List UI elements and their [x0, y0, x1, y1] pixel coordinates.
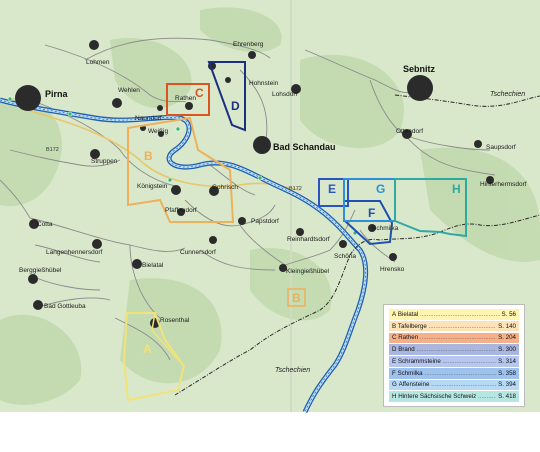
legend: A Bielatal S. 56 B Tafelberge S. 140 C R… [383, 304, 525, 407]
label-ehrenberg: Ehrenberg [233, 41, 264, 48]
area-b-marker [287, 288, 306, 307]
label-cunnersdorf: Cunnersdorf [180, 249, 216, 256]
area-letter-f: F [368, 206, 375, 220]
area-e-outline [318, 178, 349, 207]
area-d-outline [207, 61, 246, 132]
area-letter-g: G [376, 182, 385, 196]
legend-page: S. 314 [498, 357, 516, 365]
legend-row-c[interactable]: C Rathen S. 204 [389, 332, 519, 344]
label-berggiesshuebel: Berggießhübel [19, 267, 62, 274]
label-pfaffendorf: Pfaffendorf [165, 207, 197, 214]
town-sebnitz [407, 75, 433, 101]
legend-letter: G [392, 381, 397, 389]
road-number-b172-1: B172 [46, 147, 59, 153]
label-papstdorf: Papstdorf [251, 218, 279, 225]
area-letter-h: H [452, 182, 461, 196]
legend-letter: B [392, 322, 397, 330]
label-naundorf: Naundorf [135, 115, 162, 122]
label-sebnitz: Sebnitz [403, 64, 436, 74]
label-kleingiesshuebel: Kleingießhübel [286, 268, 330, 275]
label-koenigstein: Königstein [137, 183, 168, 190]
legend-letter: A [392, 310, 397, 318]
legend-page: S. 56 [501, 310, 516, 318]
label-schoena: Schöna [334, 253, 356, 260]
town-pirna [15, 85, 41, 111]
label-gohrisch: Gohrisch [212, 184, 238, 191]
legend-row-h[interactable]: H Hintere Sächsische Schweiz S. 418 [389, 391, 519, 403]
legend-name: Rathen [398, 334, 496, 341]
legend-row-a[interactable]: A Bielatal S. 56 [389, 309, 519, 320]
label-bielatal: Bielatal [142, 262, 164, 269]
page-margin [0, 412, 540, 452]
label-wehlen: Wehlen [118, 87, 140, 94]
area-a-outline [122, 312, 186, 402]
label-schmilka: Schmilka [372, 225, 399, 232]
place-labels: Pirna Sebnitz Bad Schandau Lohmen Ehrenb… [19, 41, 527, 374]
legend-letter: C [392, 334, 397, 342]
legend-row-f[interactable]: F Schmilka S. 358 [389, 367, 519, 379]
label-tschechien-1: Tschechien [490, 91, 525, 98]
legend-page: S. 140 [498, 322, 516, 330]
legend-name: Brand [398, 346, 496, 353]
legend-name: Bielatal [398, 311, 500, 318]
area-letter-b-2: B [292, 291, 301, 305]
legend-name: Tafelberge [398, 323, 496, 330]
label-hinterhermsdorf: Hinterhermsdorf [480, 181, 527, 188]
label-struppen: Struppen [91, 158, 118, 165]
area-letter-b: B [144, 149, 153, 163]
area-c-outline [166, 83, 210, 116]
legend-name: Hintere Sächsische Schweiz [398, 393, 496, 400]
label-tschechien-2: Tschechien [275, 367, 310, 374]
label-rosenthal: Rosenthal [160, 317, 190, 324]
legend-name: Schmilka [398, 370, 497, 377]
area-b-outline [127, 116, 235, 223]
town-markers [15, 40, 494, 328]
label-hrensko: Hrensko [380, 266, 405, 273]
legend-row-g[interactable]: G Affensteine S. 394 [389, 379, 519, 391]
area-letter-e: E [328, 182, 336, 196]
label-hohnstein: Hohnstein [249, 80, 279, 87]
label-weissig: Weißig [148, 128, 168, 135]
label-saupsdorf: Saupsdorf [486, 144, 516, 151]
legend-page: S. 394 [498, 381, 516, 389]
area-letter-d: D [231, 99, 240, 113]
label-lohmen: Lohmen [86, 59, 110, 66]
legend-page: S. 358 [498, 369, 516, 377]
area-a-inner [151, 312, 185, 367]
legend-page: S. 204 [498, 334, 516, 342]
legend-letter: H [392, 393, 397, 401]
area-letters: A B C D E F G H B [143, 86, 461, 356]
legend-row-b[interactable]: B Tafelberge S. 140 [389, 320, 519, 332]
legend-name: Affensteine [399, 381, 497, 388]
legend-letter: D [392, 346, 397, 354]
national-border [174, 94, 540, 396]
legend-letter: F [392, 369, 396, 377]
legend-page: S. 300 [498, 346, 516, 354]
area-h-outline [394, 178, 467, 238]
area-letter-c: C [195, 86, 204, 100]
legend-name: Schrammsteine [398, 358, 496, 365]
main-road [19, 107, 301, 191]
road-number-b172-2: B172 [289, 186, 302, 192]
label-lohsdorf: Lohsdorf [272, 91, 297, 98]
legend-row-e[interactable]: E Schrammsteine S. 314 [389, 356, 519, 367]
label-langenhennersdorf: Langenhennersdorf [46, 249, 103, 256]
label-ottendorf: Ottendorf [396, 128, 423, 135]
legend-letter: E [392, 357, 397, 365]
forest-areas [0, 7, 540, 405]
area-outlines [122, 61, 467, 402]
label-cotta: Cotta [37, 221, 53, 228]
legend-row-d[interactable]: D Brand S. 300 [389, 344, 519, 355]
label-bad-schandau: Bad Schandau [273, 142, 336, 152]
legend-page: S. 418 [498, 393, 516, 401]
label-rathen: Rathen [175, 95, 196, 102]
area-letter-a: A [143, 342, 152, 356]
label-pirna: Pirna [45, 89, 69, 99]
label-bad-gottleuba: Bad Gottleuba [44, 303, 86, 310]
town-bad-schandau [253, 136, 271, 154]
label-reinhardtsdorf: Reinhardtsdorf [287, 236, 330, 243]
